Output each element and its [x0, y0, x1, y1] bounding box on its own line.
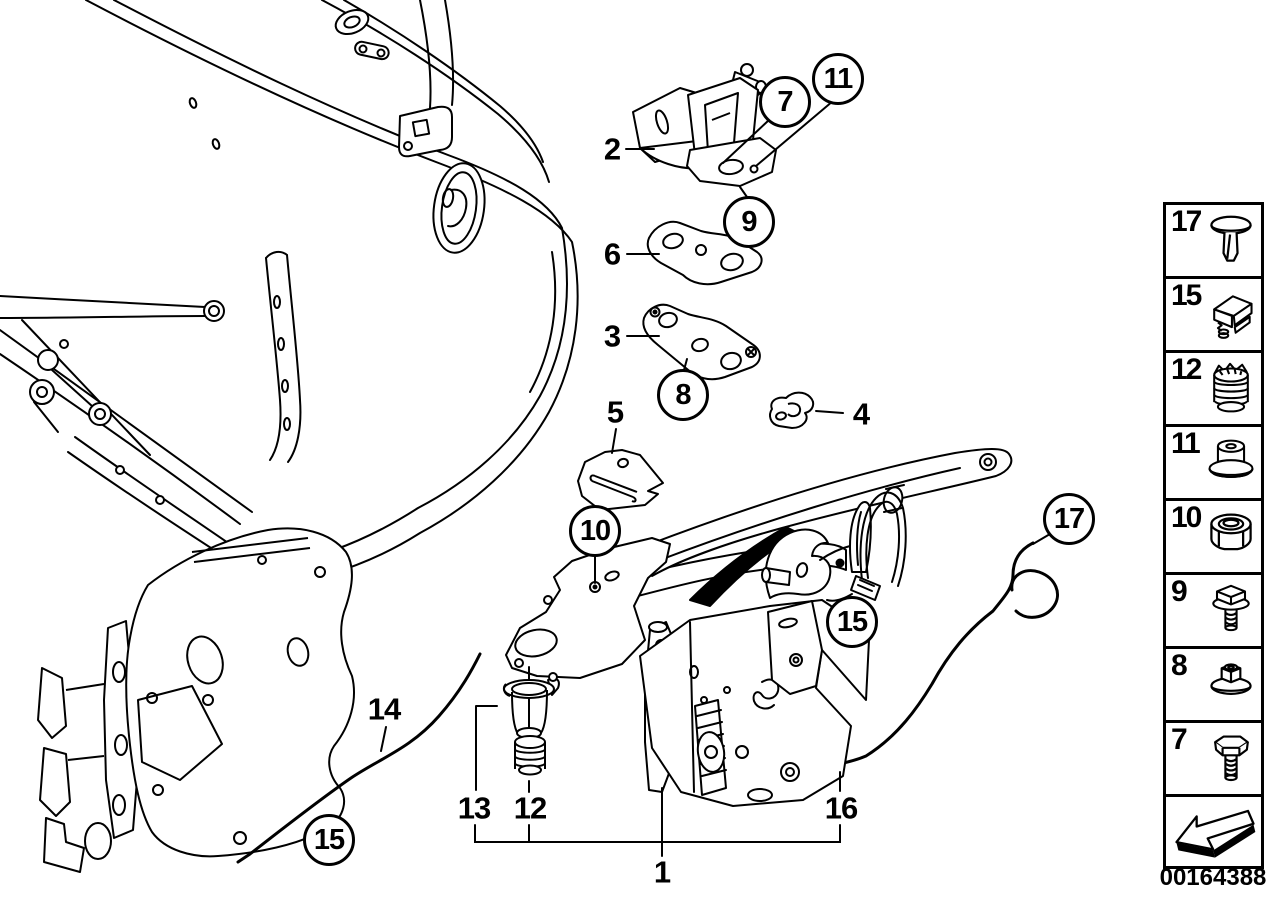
- leader-13: [475, 705, 498, 791]
- part-13-drawing: [502, 672, 560, 739]
- legend-number-10: 10: [1171, 501, 1202, 534]
- grommet-icon: [1203, 432, 1259, 494]
- callout-part-11[interactable]: 11: [812, 53, 864, 105]
- leader-11: [755, 100, 834, 167]
- direction-arrow-icon: [1175, 809, 1256, 858]
- group-bracket: [474, 824, 841, 843]
- callout-part-9[interactable]: 9: [723, 196, 775, 248]
- threaded-insert-icon: [1203, 358, 1259, 420]
- legend-number-7: 7: [1171, 723, 1188, 756]
- legend-number-17: 17: [1171, 205, 1202, 238]
- legend-item-17[interactable]: 17: [1166, 205, 1261, 279]
- callout-part-5[interactable]: 5: [606, 394, 624, 430]
- flange-bolt-icon: [1203, 580, 1259, 642]
- part-3-drawing: [642, 303, 761, 381]
- legend-item-9[interactable]: 9: [1166, 575, 1261, 649]
- callout-part-10[interactable]: 10: [569, 505, 621, 557]
- roof-frame-drawing: [0, 0, 579, 591]
- leader-7: [722, 119, 770, 164]
- callout-part-14[interactable]: 14: [367, 691, 401, 727]
- hex-bolt-icon: [1203, 728, 1259, 790]
- callout-part-1[interactable]: 1: [653, 854, 671, 890]
- lock-mechanism-drawing: [505, 448, 1013, 807]
- part-4-drawing: [769, 391, 815, 429]
- legend-number-11: 11: [1171, 427, 1201, 460]
- legend-number-15: 15: [1171, 279, 1202, 312]
- fastener-legend: 17 15: [1163, 202, 1264, 869]
- leader-4: [815, 410, 844, 414]
- image-code: 00164388: [1159, 864, 1267, 891]
- callout-part-16[interactable]: 16: [824, 790, 858, 826]
- callout-part-12[interactable]: 12: [513, 790, 547, 826]
- callout-part-13[interactable]: 13: [457, 790, 491, 826]
- legend-item-12[interactable]: 12: [1166, 353, 1261, 427]
- cable-14-drawing: [236, 652, 482, 864]
- leader-lines: [380, 100, 1051, 857]
- legend-direction-cell: [1166, 797, 1261, 866]
- legend-item-11[interactable]: 11: [1166, 427, 1261, 501]
- callout-part-7[interactable]: 7: [759, 76, 811, 128]
- leader-8: [683, 358, 688, 371]
- callout-part-15-right[interactable]: 15: [826, 596, 878, 648]
- leader-9: [739, 186, 748, 198]
- callout-part-6[interactable]: 6: [603, 236, 621, 272]
- part-2-drawing: [632, 63, 777, 187]
- cable-clip-icon: [1203, 284, 1259, 346]
- callout-part-17[interactable]: 17: [1043, 493, 1095, 545]
- legend-item-8[interactable]: 8: [1166, 649, 1261, 723]
- callout-part-15-left[interactable]: 15: [303, 814, 355, 866]
- body-bracket-drawing: [37, 527, 355, 873]
- leader-17: [1032, 533, 1051, 545]
- callout-part-8[interactable]: 8: [657, 369, 709, 421]
- flange-nut-icon: [1203, 654, 1259, 716]
- lock-nut-icon: [1203, 506, 1259, 568]
- callout-part-4[interactable]: 4: [852, 396, 870, 432]
- callout-part-3[interactable]: 3: [603, 318, 621, 354]
- part-5-drawing: [577, 449, 664, 511]
- leader-14: [380, 726, 387, 752]
- legend-item-7[interactable]: 7: [1166, 723, 1261, 797]
- legend-item-10[interactable]: 10: [1166, 501, 1261, 575]
- legend-number-12: 12: [1171, 353, 1202, 386]
- legend-number-8: 8: [1171, 649, 1188, 682]
- leader-5: [611, 428, 617, 454]
- legend-number-9: 9: [1171, 575, 1188, 608]
- legend-item-15[interactable]: 15: [1166, 279, 1261, 353]
- push-rivet-icon: [1203, 210, 1259, 272]
- part-12-drawing: [514, 735, 546, 776]
- callout-part-2[interactable]: 2: [603, 131, 621, 167]
